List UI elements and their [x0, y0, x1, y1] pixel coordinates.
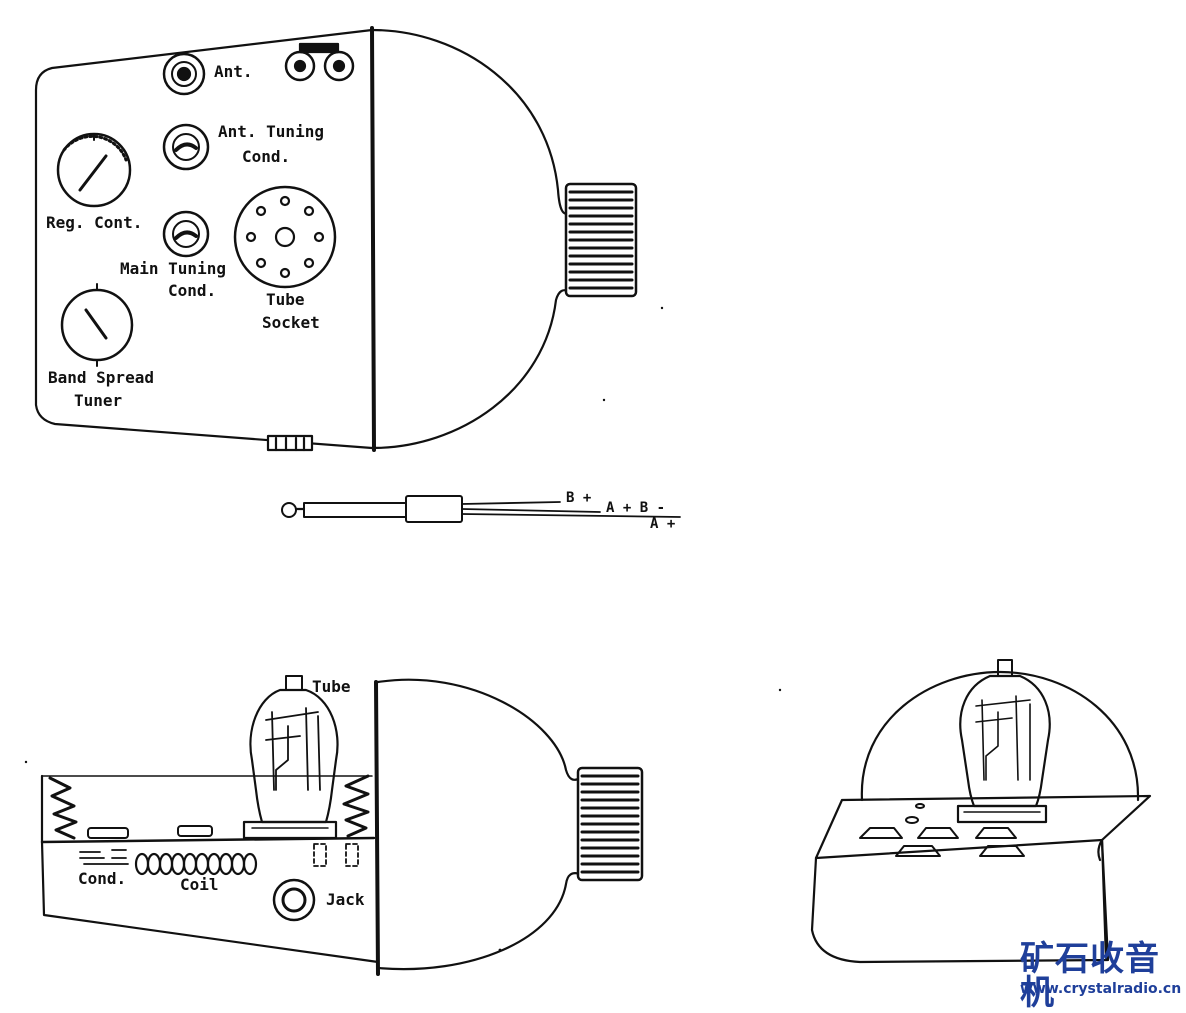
- perspective-dome: [860, 670, 1140, 802]
- band-spread-dial: [60, 283, 134, 367]
- label-tube-side: Tube: [312, 677, 351, 696]
- label-main-tuning-1: Main Tuning: [120, 259, 226, 278]
- right-spring-contact: [342, 774, 370, 838]
- perspective-body: [810, 838, 1110, 964]
- label-tube-socket-2: Socket: [262, 313, 320, 332]
- watermark-url: www.crystalradio.cn: [1020, 981, 1182, 997]
- perspective-plate-parts: [859, 803, 1025, 857]
- label-cond-side: Cond.: [78, 869, 127, 888]
- label-main-tuning-2: Cond.: [168, 281, 217, 300]
- side-socket-pins: [313, 843, 359, 867]
- stray-specks: [24, 306, 782, 952]
- side-coil: [134, 852, 258, 876]
- left-spring-contact: [48, 776, 78, 840]
- terminal-pair: [284, 42, 355, 82]
- main-tuning-cond-knob: [162, 210, 210, 258]
- front-panel-outline: [34, 28, 374, 450]
- side-knurled-knob: [576, 766, 644, 882]
- side-tube: [242, 675, 339, 840]
- label-band-spread-2: Tuner: [74, 391, 123, 410]
- ant-tuning-cond-knob: [162, 123, 210, 171]
- front-knurled-knob: [564, 182, 638, 298]
- perspective-view: [810, 659, 1152, 964]
- label-reg-cont: Reg. Cont.: [46, 213, 143, 232]
- wire-label-a-plus: A +: [650, 516, 676, 532]
- label-jack: Jack: [326, 890, 365, 909]
- label-tube-socket-1: Tube: [266, 290, 305, 309]
- side-divider: [374, 680, 380, 976]
- wire-label-b-plus: B +: [566, 490, 592, 506]
- plug-and-wires: [281, 495, 681, 523]
- wire-label-a-plus-b-minus: A + B -: [606, 500, 666, 516]
- label-ant: Ant.: [214, 62, 253, 81]
- front-panel-divider: [370, 26, 376, 452]
- side-dome-outline: [376, 678, 582, 971]
- side-jack: [272, 878, 316, 922]
- bottom-jack-connector: [266, 434, 314, 452]
- front-panel-view: [34, 26, 638, 452]
- ant-binding-post: [162, 52, 206, 96]
- side-view: [40, 675, 644, 976]
- label-ant-tuning-1: Ant. Tuning: [218, 122, 324, 141]
- side-cond-part: [79, 825, 213, 865]
- label-band-spread-1: Band Spread: [48, 368, 154, 387]
- side-chassis-outline: [40, 774, 380, 964]
- perspective-tube: [956, 659, 1051, 824]
- label-ant-tuning-2: Cond.: [242, 147, 291, 166]
- watermark-chinese: 矿石收音机: [1020, 939, 1160, 1013]
- label-coil: Coil: [180, 875, 219, 894]
- front-dome-outline: [370, 28, 572, 450]
- reg-cont-meter: [56, 132, 132, 208]
- tube-socket: [233, 185, 337, 289]
